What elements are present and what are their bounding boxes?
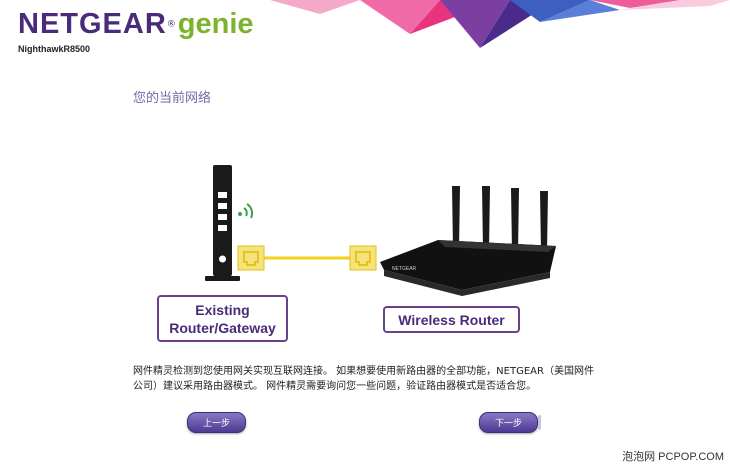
page-title: 您的当前网络: [133, 91, 212, 106]
header-decoration-icon: [270, 0, 730, 48]
ethernet-port-icon: [237, 245, 265, 271]
router-model: NighthawkR8500: [18, 44, 91, 54]
watermark: 泡泡网 PCPOP.COM: [622, 451, 724, 463]
brand-suffix: genie: [177, 8, 254, 40]
brand-mark: ®: [166, 19, 176, 30]
next-step-button[interactable]: 下一步: [479, 412, 541, 433]
gateway-device-icon: [205, 165, 240, 281]
wireless-router-icon: NETGEAR: [380, 186, 556, 296]
brand-name: NETGEAR: [18, 8, 167, 40]
wifi-signal-icon: [238, 203, 254, 219]
wireless-router-label: Wireless Router: [383, 306, 520, 333]
detection-message: 网件精灵检测到您使用网关实现互联网连接。 如果想要使用新路由器的全部功能，NET…: [133, 366, 594, 392]
netgear-genie-logo: NETGEAR®genie: [18, 8, 254, 41]
previous-step-button[interactable]: 上一步: [187, 412, 246, 433]
gateway-label-line1: Existing: [195, 301, 250, 318]
svg-text:NETGEAR: NETGEAR: [392, 266, 417, 272]
gateway-label-line2: Router/Gateway: [169, 319, 276, 336]
ethernet-port-icon: [349, 245, 377, 271]
